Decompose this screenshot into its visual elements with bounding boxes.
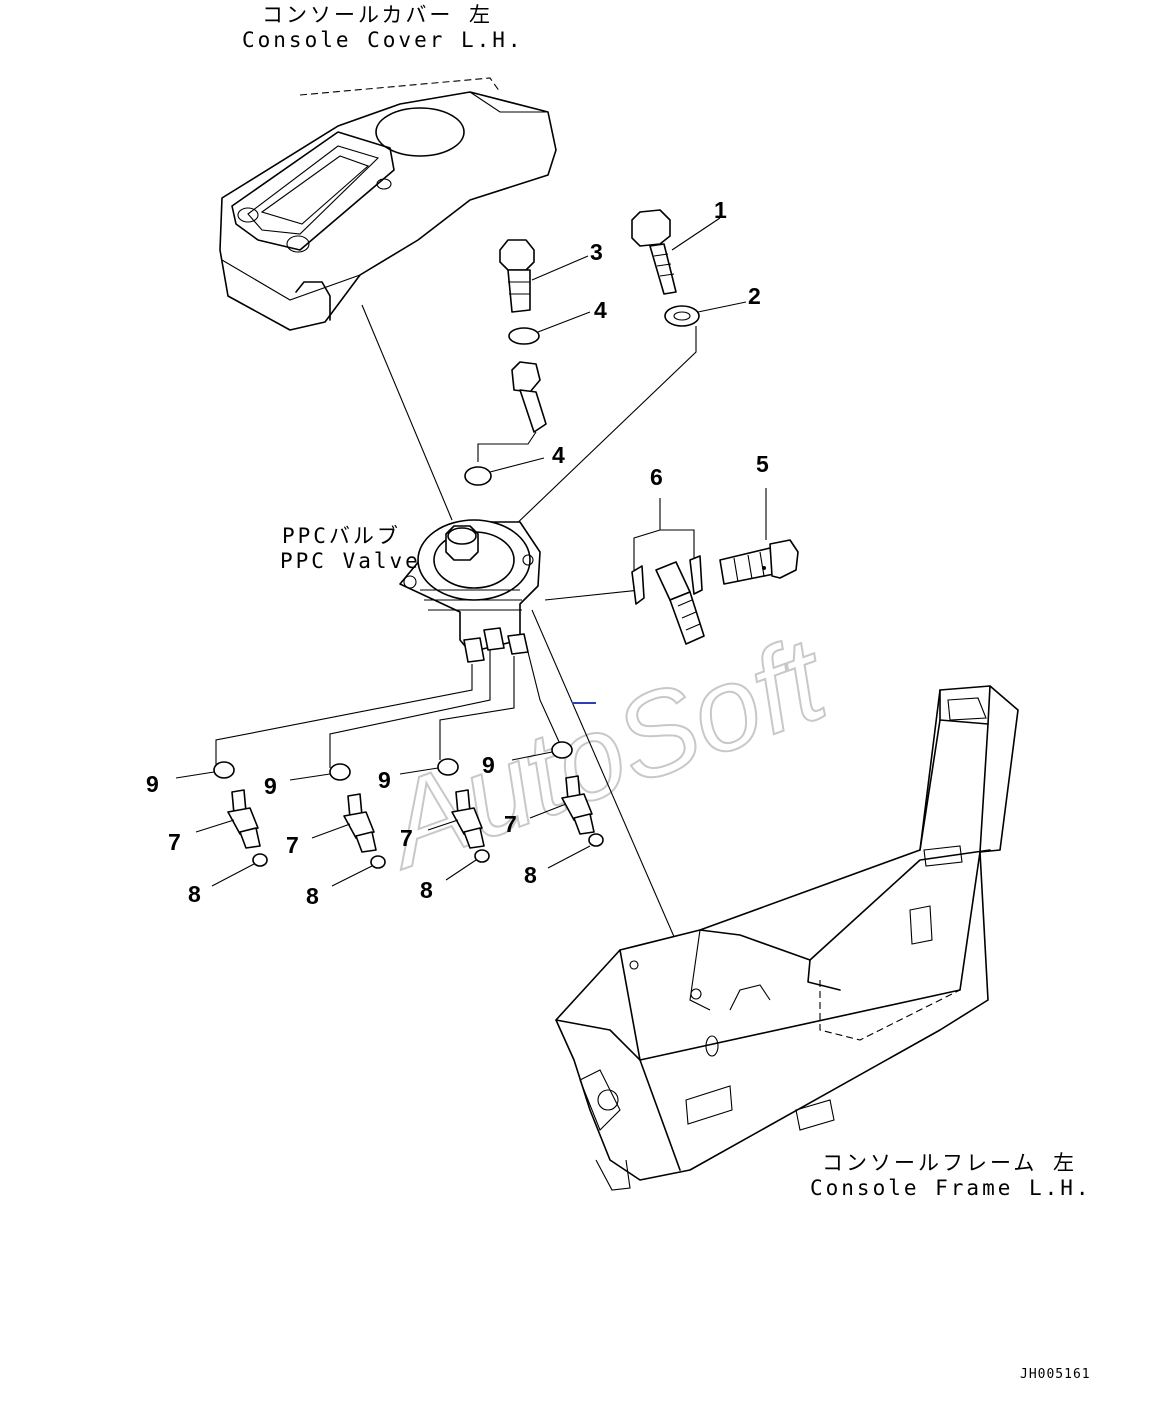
drawing-code: JH005161 [1020, 1367, 1091, 1382]
callout-9-d: 9 [482, 752, 495, 778]
callout-9-c: 9 [378, 767, 391, 793]
callout-9-a: 9 [146, 771, 159, 797]
callout-7-c: 7 [400, 825, 413, 851]
ppc-valve [399, 519, 541, 663]
banjo-bolt-part-3 [499, 239, 589, 313]
callout-7-a: 7 [168, 829, 181, 855]
bracket-part-6 [631, 498, 705, 645]
callout-8-a: 8 [188, 881, 201, 907]
callout-2: 2 [748, 283, 761, 309]
callout-7-d: 7 [504, 811, 517, 837]
console-frame [555, 685, 1019, 1191]
o-rings-part-9 [175, 741, 573, 781]
o-rings-part-8 [211, 833, 604, 887]
callout-8-d: 8 [524, 862, 537, 888]
callout-1: 1 [714, 197, 727, 223]
callout-8-b: 8 [306, 883, 319, 909]
watermark: AutoSoft [364, 612, 844, 894]
bolt-part-1 [631, 209, 721, 295]
fittings-part-7 [195, 775, 595, 853]
console-frame-label-jp: コンソールフレーム 左 [822, 1151, 1077, 1175]
callout-7-b: 7 [286, 832, 299, 858]
o-ring-part-4-upper [508, 311, 591, 345]
ppc-valve-label-jp: PPCバルブ [282, 524, 401, 548]
callout-9-b: 9 [264, 773, 277, 799]
console-cover [219, 77, 557, 331]
console-frame-label-en: Console Frame L.H. [810, 1176, 1092, 1200]
callout-4-upper: 4 [594, 297, 607, 323]
washer-part-2 [664, 301, 747, 327]
callout-4-lower: 4 [552, 442, 565, 468]
ppc-valve-label-en: PPC Valve [280, 549, 421, 573]
bolt-part-5 [719, 488, 799, 585]
callout-8-c: 8 [420, 877, 433, 903]
callout-5: 5 [756, 451, 769, 477]
console-cover-label-jp: コンソールカバー 左 [262, 3, 493, 27]
console-cover-label-en: Console Cover L.H. [242, 28, 524, 52]
o-ring-part-4-lower [464, 457, 545, 486]
callout-3: 3 [590, 239, 603, 265]
hose-fitting [477, 361, 547, 462]
callout-6: 6 [650, 464, 663, 490]
